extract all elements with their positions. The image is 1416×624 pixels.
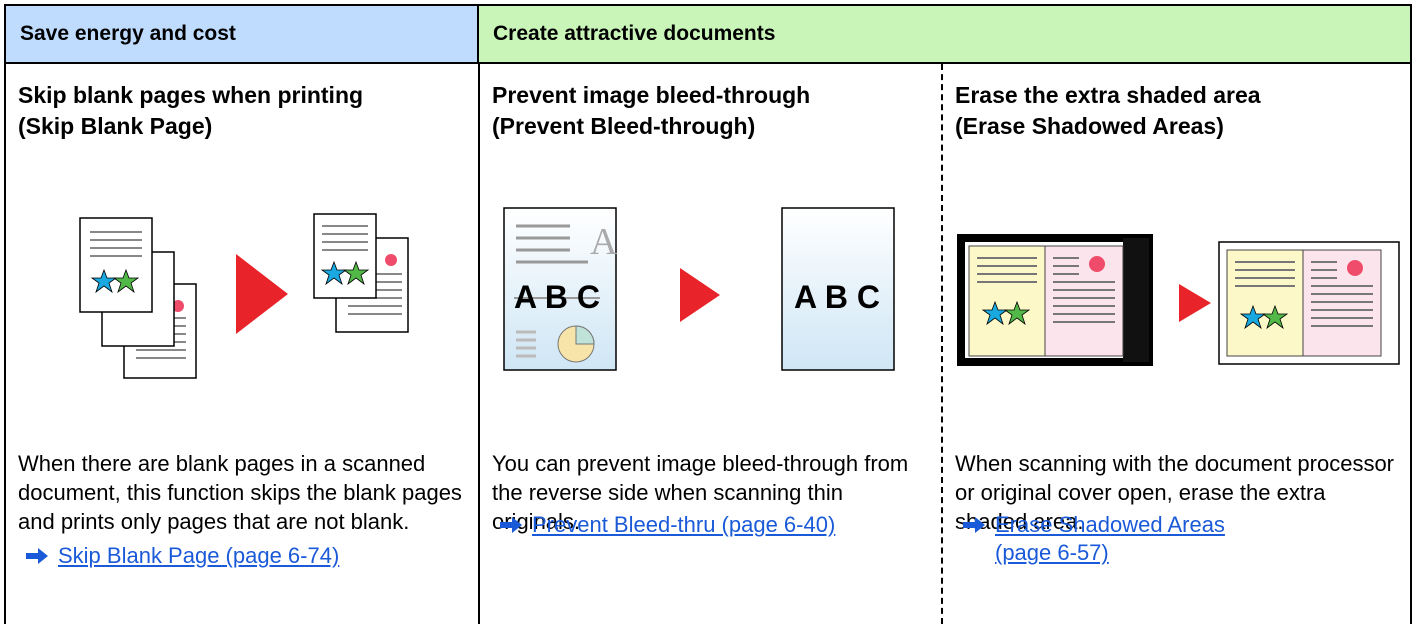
page-stack-before-icon bbox=[79, 217, 197, 379]
clean-book-icon bbox=[1218, 241, 1400, 365]
feature-description: When there are blank pages in a scanned … bbox=[18, 451, 462, 534]
faint-letter: A bbox=[590, 221, 618, 263]
header-save-energy: Save energy and cost bbox=[6, 6, 479, 64]
feature-skip-blank-page: Skip blank pages when printing (Skip Bla… bbox=[6, 66, 478, 624]
feature-title: Prevent image bleed-through (Prevent Ble… bbox=[492, 80, 933, 142]
arrow-right-icon bbox=[500, 517, 522, 533]
erase-shadowed-areas-link-line1[interactable]: Erase Shadowed Areas bbox=[995, 512, 1225, 537]
skip-blank-illustration bbox=[79, 213, 409, 379]
column-divider bbox=[478, 64, 480, 624]
red-arrow-icon bbox=[1179, 284, 1211, 322]
feature-prevent-bleed-through: Prevent image bleed-through (Prevent Ble… bbox=[480, 66, 941, 624]
reference-link-row[interactable]: Erase Shadowed Areas (page 6-57) bbox=[955, 511, 1402, 567]
feature-title: Erase the extra shaded area (Erase Shado… bbox=[955, 80, 1402, 142]
erase-shadowed-areas-link[interactable]: Erase Shadowed Areas (page 6-57) bbox=[995, 511, 1225, 567]
bleed-through-illustration: A A B C A B C bbox=[503, 207, 895, 371]
feature-table: Save energy and cost Create attractive d… bbox=[4, 4, 1412, 624]
feature-title-line1: Erase the extra shaded area bbox=[955, 82, 1261, 108]
header-attractive-documents-label: Create attractive documents bbox=[493, 22, 776, 45]
abc-text: A B C bbox=[794, 279, 880, 315]
erase-shadowed-areas-link-line2[interactable]: (page 6-57) bbox=[995, 540, 1109, 565]
feature-title-line1: Skip blank pages when printing bbox=[18, 82, 364, 108]
feature-erase-shadowed-areas: Erase the extra shaded area (Erase Shado… bbox=[943, 66, 1410, 624]
arrow-right-icon bbox=[26, 548, 48, 564]
scanned-book-with-shadow-icon bbox=[957, 234, 1153, 366]
feature-title-line2: (Erase Shadowed Areas) bbox=[955, 113, 1224, 139]
feature-title-line2: (Prevent Bleed-through) bbox=[492, 113, 756, 139]
skip-blank-page-link[interactable]: Skip Blank Page (page 6-74) bbox=[58, 543, 340, 568]
page-stack-after-icon bbox=[313, 213, 409, 333]
reference-link-row[interactable]: Skip Blank Page (page 6-74) bbox=[18, 542, 470, 570]
column-divider-dashed bbox=[941, 64, 943, 624]
feature-title-line1: Prevent image bleed-through bbox=[492, 82, 811, 108]
reference-link-row[interactable]: Prevent Bleed-thru (page 6-40) bbox=[492, 511, 933, 539]
abc-text: A B C bbox=[514, 279, 600, 315]
page-with-bleed-icon: A A B C bbox=[503, 207, 618, 371]
header-attractive-documents: Create attractive documents bbox=[479, 6, 1410, 64]
red-arrow-icon bbox=[236, 254, 288, 334]
feature-title-line2: (Skip Blank Page) bbox=[18, 113, 213, 139]
clean-page-icon: A B C bbox=[781, 207, 895, 371]
prevent-bleed-thru-link[interactable]: Prevent Bleed-thru (page 6-40) bbox=[532, 512, 836, 537]
header-save-energy-label: Save energy and cost bbox=[20, 22, 236, 45]
arrow-right-icon bbox=[963, 517, 985, 533]
feature-title: Skip blank pages when printing (Skip Bla… bbox=[18, 80, 470, 142]
feature-description: You can prevent image bleed-through from… bbox=[492, 451, 909, 534]
feature-description: When scanning with the document processo… bbox=[955, 451, 1395, 534]
red-arrow-icon bbox=[680, 268, 720, 322]
erase-shadow-illustration bbox=[957, 234, 1400, 366]
